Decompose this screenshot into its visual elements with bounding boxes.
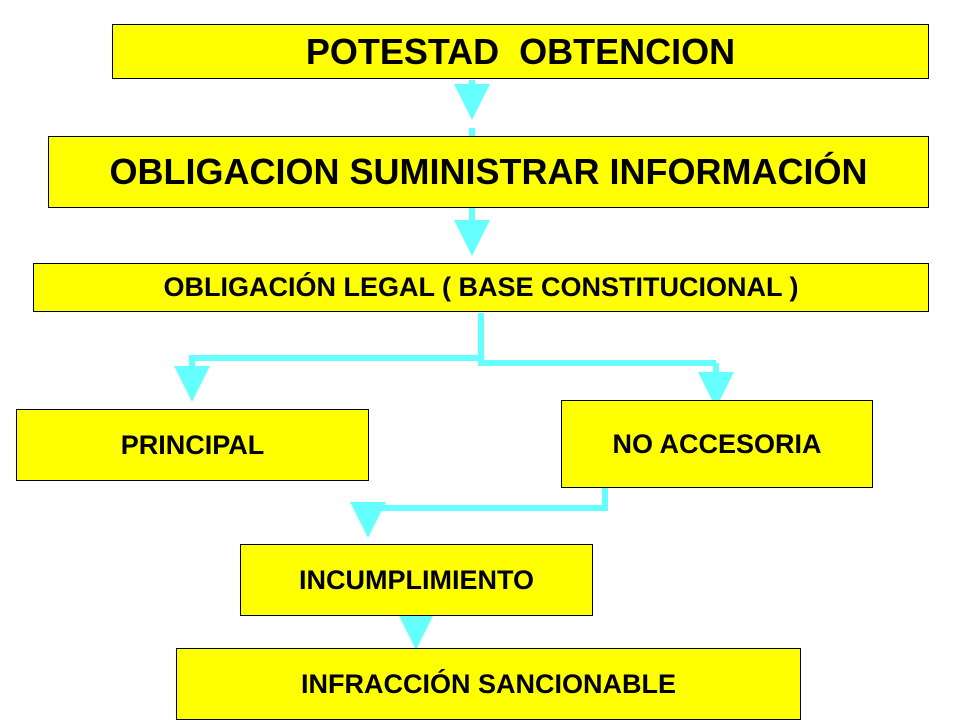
node-label: OBLIGACION SUMINISTRAR INFORMACIÓN	[109, 151, 868, 192]
node-principal: PRINCIPAL	[16, 409, 369, 481]
node-potestad-obtencion: POTESTAD OBTENCION	[112, 24, 929, 79]
node-label: POTESTAD OBTENCION	[305, 30, 736, 72]
node-label: PRINCIPAL	[120, 429, 265, 460]
node-incumplimiento: INCUMPLIMIENTO	[240, 544, 593, 616]
node-obligacion-suministrar: OBLIGACION SUMINISTRAR INFORMACIÓN	[48, 136, 929, 208]
arrow-no-accesoria-to-incumplimiento	[350, 473, 608, 538]
node-label: INFRACCIÓN SANCIONABLE	[301, 668, 676, 699]
node-label: NO ACCESORIA	[612, 428, 822, 459]
node-label: INCUMPLIMIENTO	[299, 564, 534, 595]
arrow-legal-to-principal	[174, 355, 481, 402]
connector-legal-split	[478, 313, 716, 366]
node-no-accesoria: NO ACCESORIA	[561, 400, 873, 488]
node-obligacion-legal: OBLIGACIÓN LEGAL ( BASE CONSTITUCIONAL )	[33, 263, 929, 312]
node-label: OBLIGACIÓN LEGAL ( BASE CONSTITUCIONAL )	[163, 272, 799, 302]
node-infraccion-sancionable: INFRACCIÓN SANCIONABLE	[176, 648, 801, 720]
